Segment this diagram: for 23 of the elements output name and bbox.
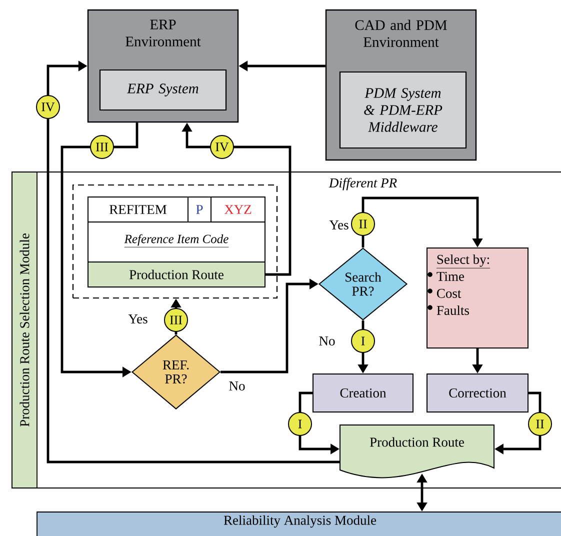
- route-cell: Production Route: [88, 262, 266, 288]
- system-box: ERP System: [99, 69, 227, 111]
- system-box: PDM System & PDM-ERP Middleware: [339, 71, 467, 149]
- edge-label: IV: [210, 135, 234, 159]
- edge-label: I: [288, 412, 312, 436]
- item-code-table: REFITEM P XYZ Reference Item Code: [88, 196, 266, 262]
- criteria-box: Select by: Time Cost Faults: [426, 248, 528, 348]
- edge-label: I: [351, 329, 375, 353]
- process-box: Creation: [312, 374, 414, 412]
- edge-label: IV: [36, 95, 60, 119]
- flow-label: No: [318, 336, 336, 346]
- edge-label: II: [351, 212, 375, 236]
- module-bar: Reliability Analysis Module: [36, 512, 561, 536]
- flow-label: Different PR: [328, 176, 398, 192]
- flow-label: No: [228, 380, 246, 392]
- flow-label: Yes: [328, 220, 350, 230]
- process-box: Correction: [426, 374, 528, 412]
- dashed-frame: [72, 184, 278, 299]
- edge-label: III: [164, 308, 188, 332]
- edge-label: II: [528, 412, 552, 436]
- flow-label: Yes: [127, 314, 149, 324]
- arrow: [46, 60, 340, 464]
- edge-label: III: [90, 135, 114, 159]
